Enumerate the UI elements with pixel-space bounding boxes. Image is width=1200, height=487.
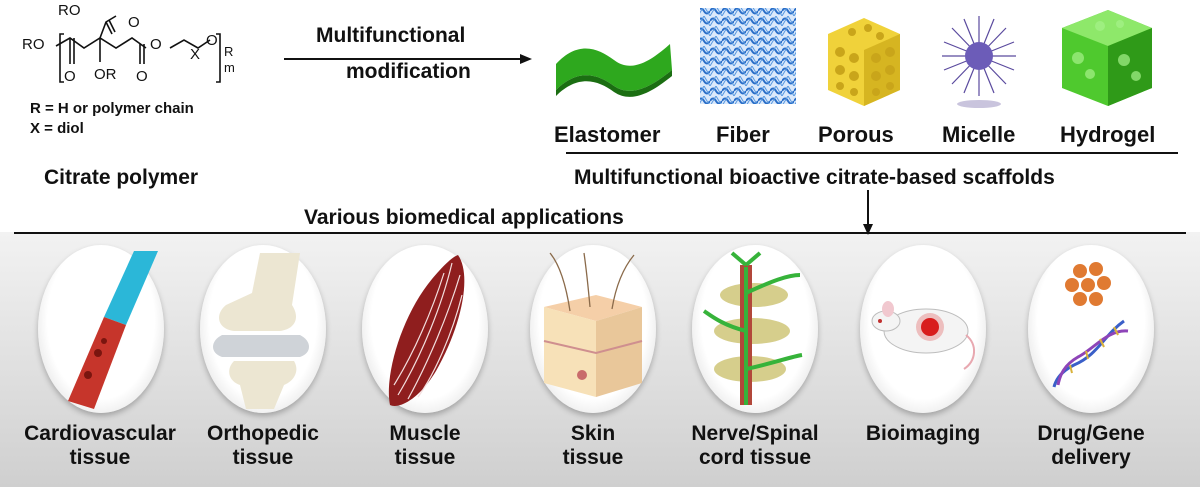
modification-line2: modification (346, 60, 471, 83)
app-label-line1: Bioimaging (865, 422, 981, 445)
app-label-line2: cord tissue (698, 446, 812, 469)
app-label-nerve-spinal: Nerve/Spinal cord tissue (680, 422, 830, 470)
oval-bioimaging (860, 245, 986, 413)
applications-divider (14, 232, 1186, 234)
scaffold-label-hydrogel: Hydrogel (1060, 122, 1156, 147)
r-definition: R = H or polymer chain (30, 100, 194, 117)
micelle-icon (942, 16, 1016, 108)
ro-top-label: RO (58, 2, 81, 19)
scaffold-label-porous: Porous (818, 122, 894, 147)
down-arrow-icon (863, 190, 873, 235)
mouse-imaging-icon (871, 301, 975, 370)
structure-bonds-icon (55, 15, 221, 83)
o-ester-label: O (150, 36, 162, 53)
oval-cardiovascular (38, 245, 164, 413)
oval-drug-gene (1028, 245, 1154, 413)
elastomer-sheet-icon (556, 44, 672, 97)
or-mid-label: OR (94, 66, 117, 83)
app-label-line2: tissue (394, 446, 456, 469)
m-subscript: m (224, 60, 235, 75)
drug-dna-icon (1052, 262, 1129, 388)
oval-orthopedic (200, 245, 326, 413)
citrate-polymer-label: Citrate polymer (44, 166, 199, 189)
app-label-line2: tissue (69, 446, 131, 469)
scaffolds-divider (566, 152, 1178, 154)
spine-nerve-icon (702, 251, 803, 405)
o-right-label: O (206, 32, 218, 49)
ro-left-label: RO (22, 36, 45, 53)
modification-line1: Multifunctional (316, 24, 466, 47)
o-mid-label: O (136, 68, 148, 85)
porous-block-icon (828, 18, 900, 106)
o-left-label: O (64, 68, 76, 85)
fiber-mesh-icon (700, 8, 796, 104)
app-label-line1: Muscle (389, 422, 461, 445)
scaffold-label-fiber: Fiber (716, 122, 770, 147)
muscle-fiber-icon (388, 255, 465, 406)
app-label-line2: tissue (562, 446, 624, 469)
app-label-skin: Skin tissue (540, 422, 646, 470)
oval-skin (530, 245, 656, 413)
x-label: X (190, 46, 201, 63)
knee-joint-icon (213, 253, 309, 409)
app-label-line1: Drug/Gene (1037, 422, 1145, 445)
app-label-cardiovascular: Cardiovascular tissue (10, 422, 190, 470)
app-label-drug-gene: Drug/Gene delivery (1026, 422, 1156, 470)
oval-nerve-spinal (692, 245, 818, 413)
skin-section-icon (543, 252, 643, 397)
oval-muscle (362, 245, 488, 413)
hydrogel-cube-icon (1062, 10, 1152, 106)
app-label-line2: delivery (1051, 446, 1131, 469)
app-label-line1: Cardiovascular (24, 422, 176, 445)
app-label-line2: tissue (232, 446, 294, 469)
scaffold-label-micelle: Micelle (942, 122, 1016, 147)
app-label-muscle: Muscle tissue (370, 422, 480, 470)
o-top-label: O (128, 14, 140, 31)
app-label-line1: Orthopedic (206, 422, 319, 445)
app-label-orthopedic: Orthopedic tissue (196, 422, 330, 470)
scaffolds-title: Multifunctional bioactive citrate-based … (574, 166, 1055, 189)
app-label-bioimaging: Bioimaging (850, 422, 996, 446)
applications-title: Various biomedical applications (304, 206, 624, 229)
x-definition: X = diol (30, 120, 84, 137)
app-label-line1: Nerve/Spinal (691, 422, 819, 445)
blood-vessel-icon (68, 251, 158, 409)
scaffold-label-elastomer: Elastomer (554, 122, 661, 147)
modification-arrow-icon (284, 54, 532, 64)
app-label-line1: Skin (570, 422, 616, 445)
r-subscript: R (224, 44, 234, 59)
